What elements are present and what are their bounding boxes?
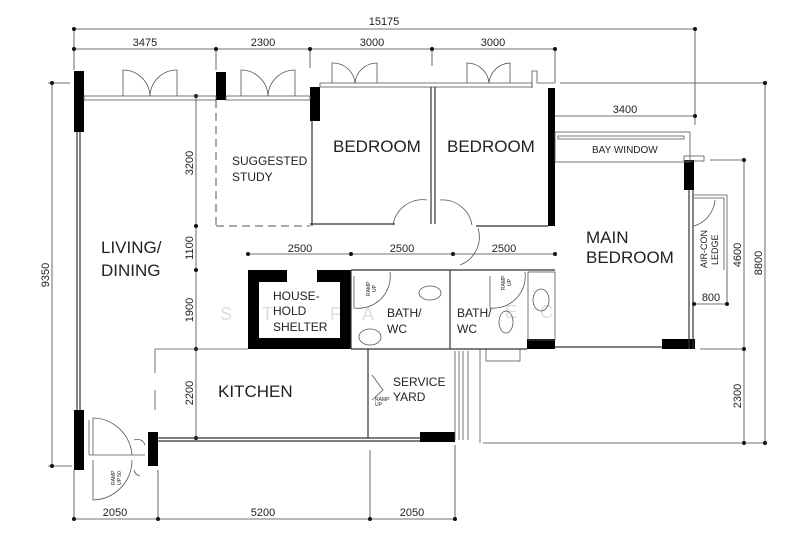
room-label-main-bedroom: BEDROOM — [586, 248, 674, 267]
dim-left: 3200 — [184, 151, 196, 175]
svg-text:UP 50: UP 50 — [117, 471, 123, 485]
dim-bottom: 2050 — [400, 507, 424, 519]
dim-top: 3000 — [360, 37, 384, 49]
room-labels: SUGGESTED STUDY BEDROOM BEDROOM BAY WIND… — [101, 137, 720, 404]
dim-top: 3000 — [481, 37, 505, 49]
walls — [74, 62, 728, 501]
room-label-bath: WC — [457, 322, 477, 336]
dim-overall-height: 9350 — [40, 263, 52, 287]
room-label-living: LIVING/ — [101, 238, 162, 257]
dim-bath-row: 2500 — [492, 243, 516, 255]
dim-left: 1900 — [184, 298, 196, 322]
room-label-aircon: AIR-CON — [699, 230, 709, 268]
room-label-service-yard: SERVICE — [393, 375, 445, 389]
svg-text:RAMP: RAMP — [111, 470, 117, 485]
dim-top: 2300 — [251, 37, 275, 49]
svg-text:A: A — [362, 304, 374, 324]
dim-left: 2200 — [184, 381, 196, 405]
room-label-kitchen: KITCHEN — [218, 382, 293, 401]
room-label-bath: WC — [387, 322, 407, 336]
room-label-bedroom: BEDROOM — [447, 137, 535, 156]
dim-bottom: 5200 — [251, 507, 275, 519]
dim-aircon: 800 — [702, 292, 720, 304]
svg-text:RAMP: RAMP — [375, 397, 390, 403]
room-label-service-yard: YARD — [393, 390, 426, 404]
room-label-aircon: LEDGE — [710, 234, 720, 265]
svg-text:E: E — [505, 302, 517, 322]
watermark: S T F A E C — [220, 302, 553, 324]
dimension-lines — [48, 27, 767, 521]
dim-bath-row: 2500 — [288, 243, 312, 255]
dimension-labels: 15175 3475 2300 3000 3000 3400 2500 2500… — [40, 16, 765, 519]
dim-main-bedroom: 4600 — [732, 243, 744, 267]
svg-text:T: T — [262, 304, 273, 324]
room-label-study: STUDY — [232, 170, 273, 184]
room-label-bedroom: BEDROOM — [333, 137, 421, 156]
ramp-labels: RAMP UP RAMP UP RAMP UP RAMP UP 50 — [111, 275, 513, 485]
svg-text:F: F — [330, 304, 341, 324]
room-label-bay-window: BAY WINDOW — [592, 145, 658, 156]
room-label-main-bedroom: MAIN — [586, 228, 629, 247]
room-label-bath: BATH/ — [387, 306, 422, 320]
svg-text:UP: UP — [372, 284, 378, 292]
svg-text:S: S — [220, 304, 232, 324]
room-label-shelter: SHELTER — [273, 320, 328, 334]
dim-left: 1100 — [184, 236, 196, 260]
dim-right-lower: 2300 — [732, 384, 744, 408]
room-label-shelter: HOUSE- — [273, 289, 320, 303]
svg-text:RAMP: RAMP — [501, 275, 507, 290]
room-label-study: SUGGESTED — [232, 154, 308, 168]
dim-top: 3475 — [133, 37, 157, 49]
room-label-living: DINING — [101, 261, 161, 280]
dim-right-overall: 8800 — [753, 251, 765, 275]
room-label-shelter: HOLD — [273, 304, 307, 318]
dim-overall-width: 15175 — [369, 16, 400, 28]
dim-bath-row: 2500 — [390, 243, 414, 255]
svg-text:RAMP: RAMP — [366, 281, 372, 296]
room-label-bath: BATH/ — [457, 306, 492, 320]
dim-bay-window: 3400 — [613, 104, 637, 116]
dim-bottom: 2050 — [103, 507, 127, 519]
svg-text:C: C — [540, 302, 553, 322]
svg-text:UP: UP — [507, 278, 513, 286]
svg-text:UP: UP — [375, 402, 383, 408]
